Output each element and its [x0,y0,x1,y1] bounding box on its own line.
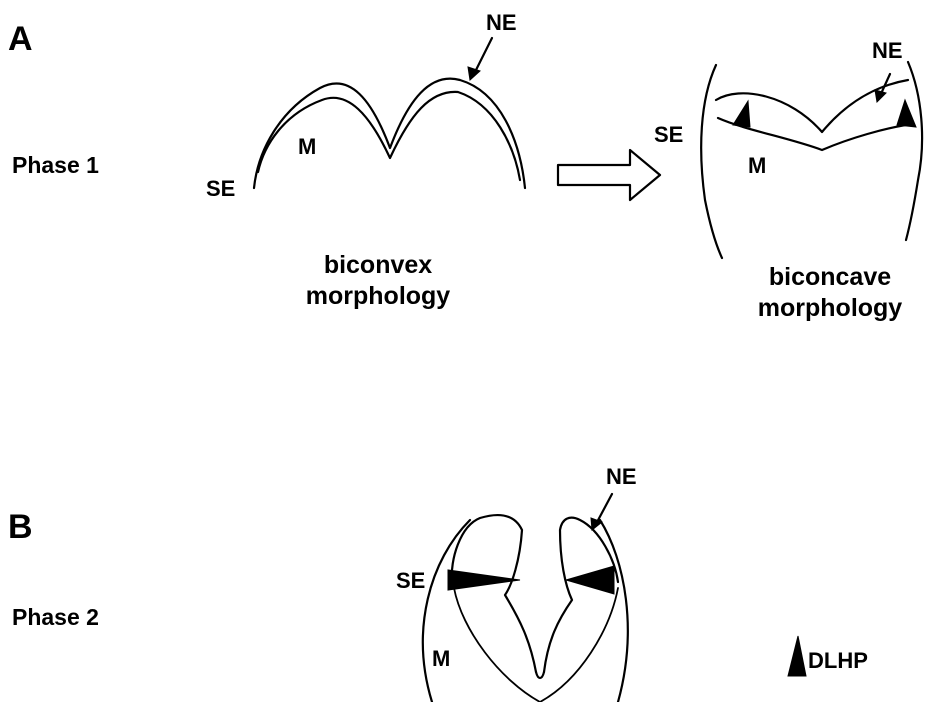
biconcave-left-hinge-wedge [733,101,750,127]
transition-arrow-outline [558,150,660,200]
biconvex-outer-contour [254,79,525,188]
phase2-right-neural-fold [544,518,618,672]
panel-a-letter: A [8,22,33,56]
panel-b-letter: B [8,510,33,544]
phase2-ne-arrow [596,494,612,524]
phase2-se-label: SE [396,570,425,592]
phase2-ventral-contour [454,588,618,702]
phase2-left-outer-wall [423,520,470,702]
biconvex-caption: biconvex morphology [288,250,468,313]
biconcave-caption-line1: biconcave [740,262,920,293]
biconcave-caption-line2: morphology [740,293,920,324]
biconvex-se-label: SE [206,178,235,200]
biconcave-se-label: SE [654,124,683,146]
transition-arrow [558,150,660,200]
phase2-right-hinge-wedge [566,566,614,594]
biconvex-caption-line1: biconvex [288,250,468,281]
phase2-groove-tip [536,672,544,678]
biconcave-caption: biconcave morphology [740,262,920,325]
biconcave-ne-arrowhead [875,90,886,102]
phase2-left-neural-fold [452,515,536,672]
biconvex-caption-line2: morphology [288,281,468,312]
biconcave-diagram [701,62,922,258]
phase2-right-outer-wall [600,520,628,702]
phase2-label: Phase 2 [12,606,99,629]
biconvex-m-label: M [298,136,316,158]
phase1-label: Phase 1 [12,154,99,177]
biconcave-left-wall [701,65,722,258]
phase2-m-label: M [432,648,450,670]
biconvex-diagram [254,38,525,188]
biconcave-right-wall [906,62,922,240]
biconvex-ne-label: NE [486,12,517,34]
biconcave-m-label: M [748,155,766,177]
phase2-diagram [423,494,628,702]
biconvex-ne-arrow [474,38,492,74]
biconcave-ne-label: NE [872,40,903,62]
dlhp-legend-label: DLHP [808,650,868,672]
phase2-ne-label: NE [606,466,637,488]
biconvex-ne-arrowhead [468,67,480,80]
dlhp-legend-wedge [788,636,806,676]
biconcave-right-hinge-wedge [897,100,916,127]
